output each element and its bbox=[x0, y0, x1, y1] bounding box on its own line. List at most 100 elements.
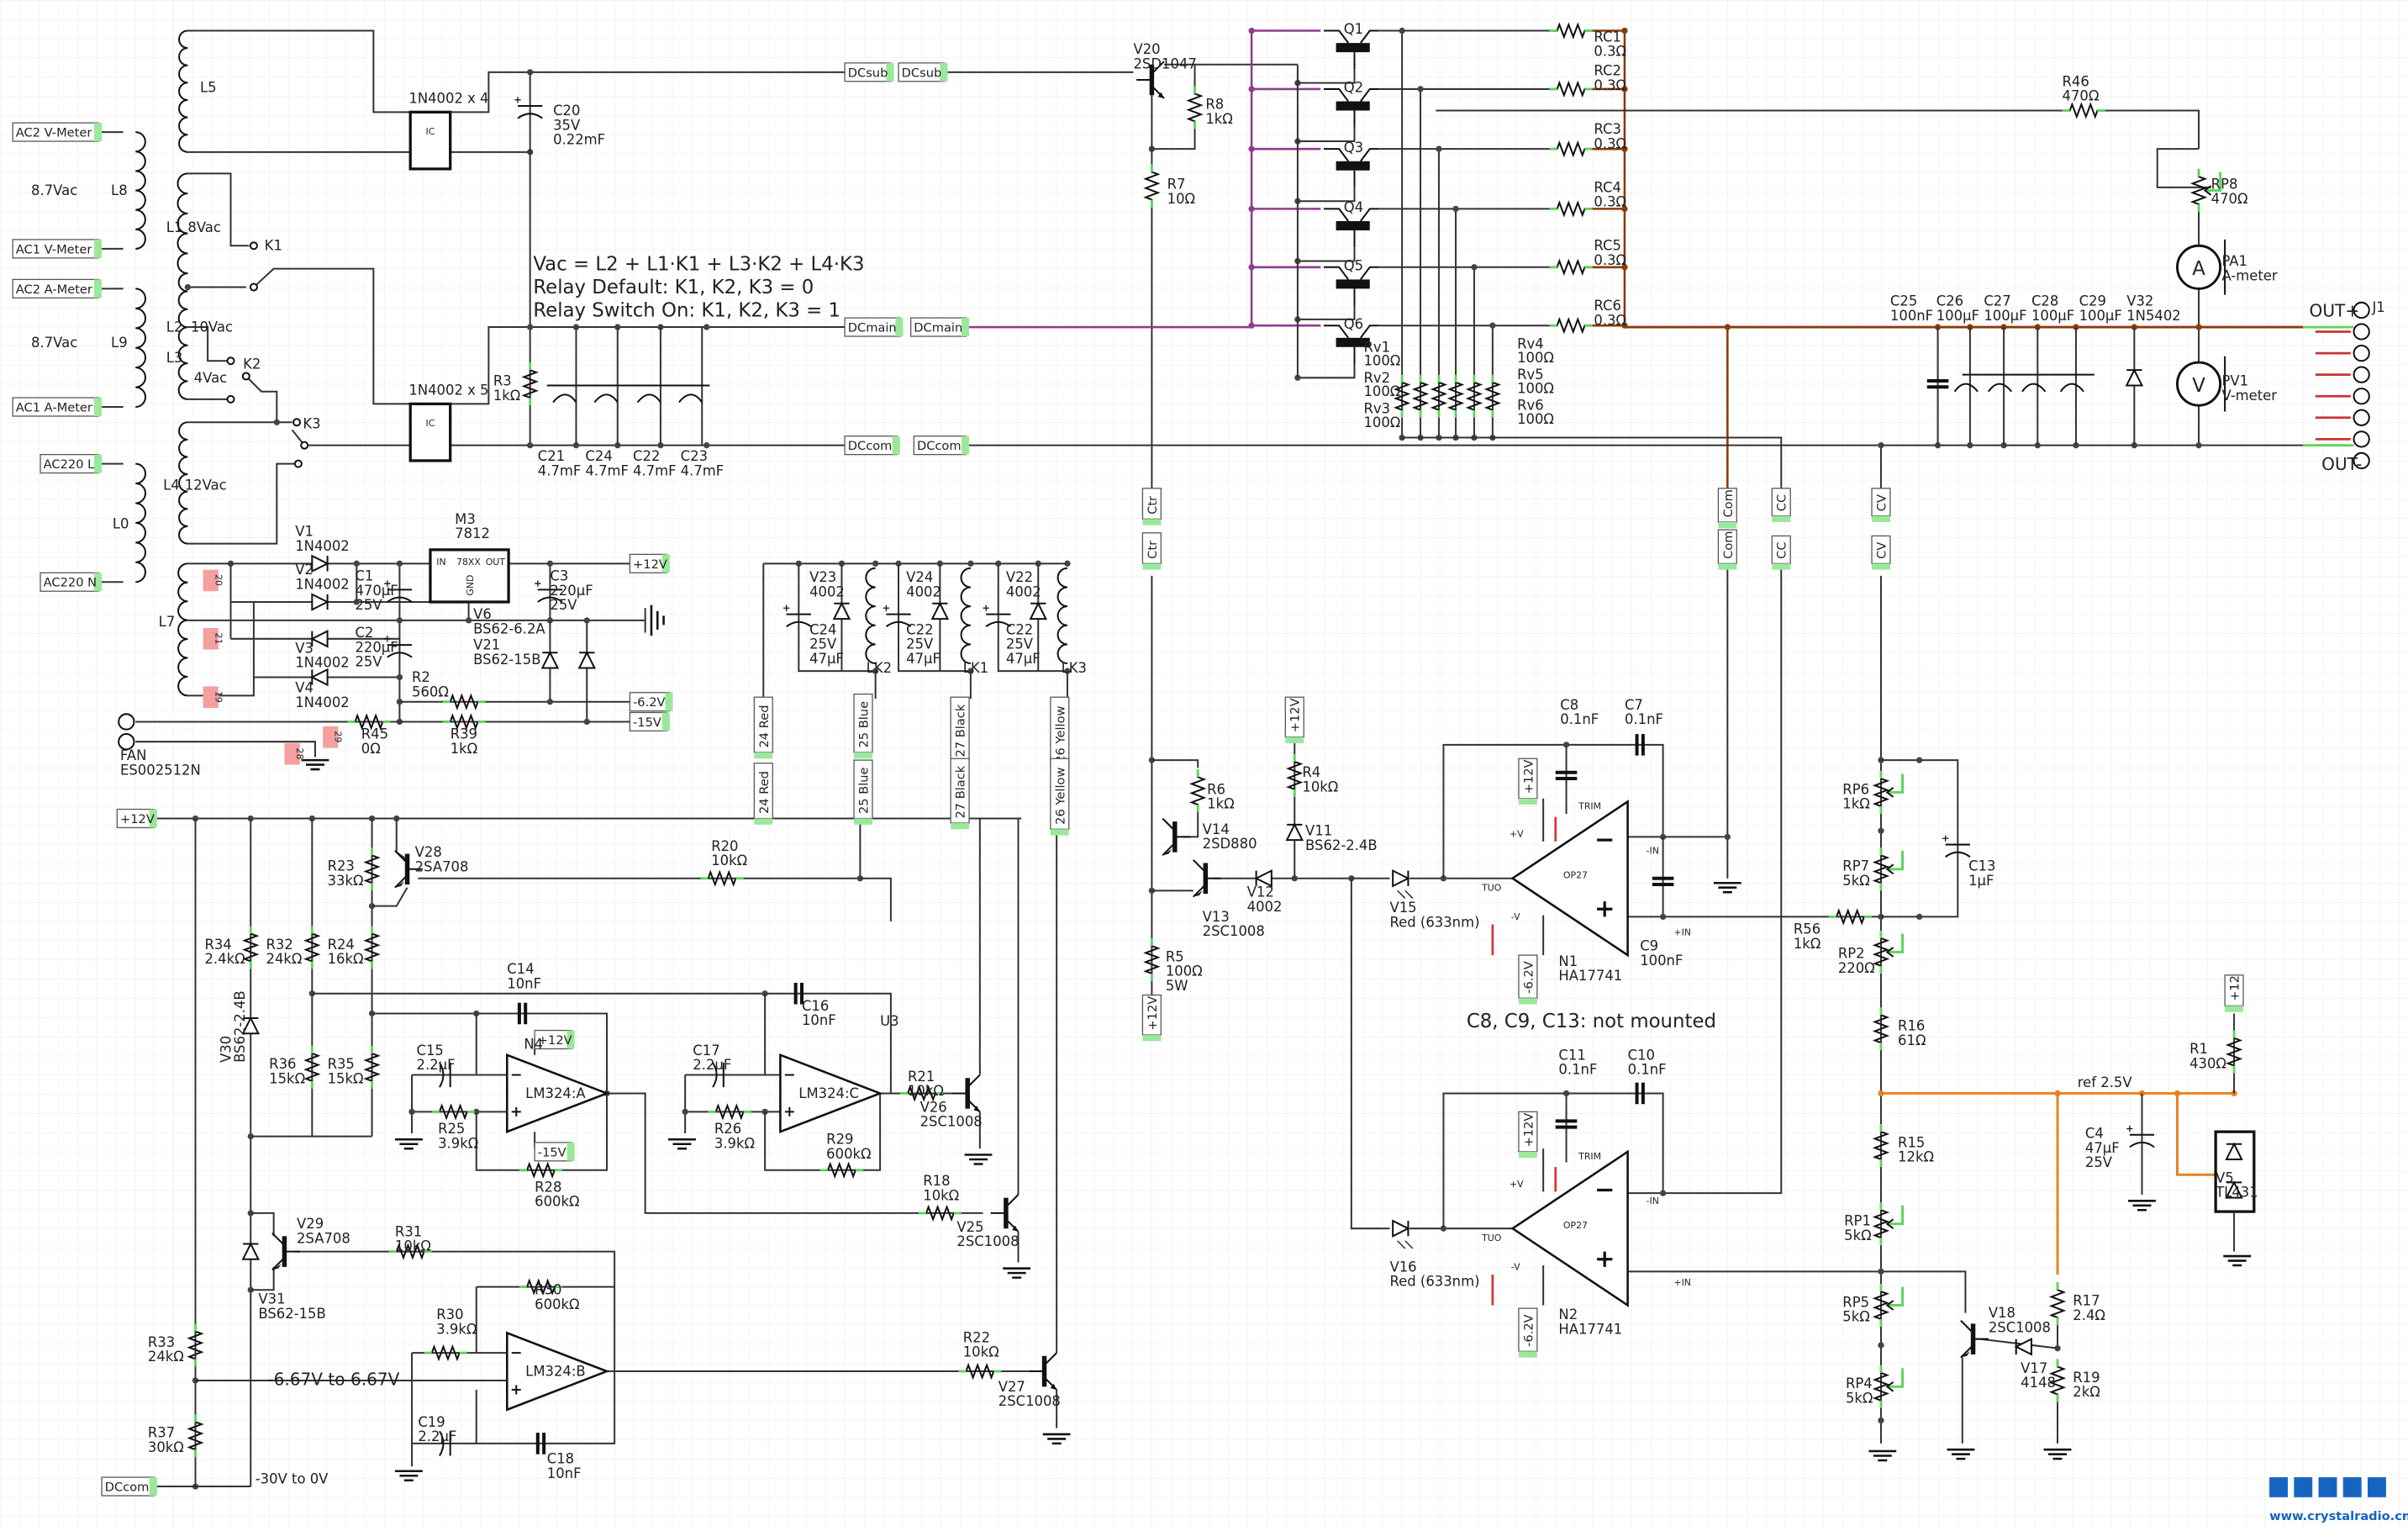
junction-dot bbox=[1248, 205, 1255, 213]
net-label-pin bbox=[1518, 1351, 1537, 1358]
junction-dot bbox=[2195, 324, 2202, 330]
c2-label: 25V bbox=[355, 654, 382, 670]
regulator-pin-in: IN bbox=[436, 557, 445, 568]
resistor-symbol bbox=[442, 693, 486, 710]
potentiometer-symbol bbox=[1872, 930, 1890, 974]
pin-marker bbox=[323, 726, 339, 748]
junction-dot bbox=[1562, 1090, 1570, 1097]
c10-label: C10 bbox=[1628, 1047, 1655, 1063]
lm324b-label: LM324:B bbox=[525, 1364, 585, 1380]
wiper-arrow-icon bbox=[1885, 1300, 1894, 1311]
net-label-cv: CV bbox=[1874, 494, 1889, 511]
net-label-pin bbox=[854, 752, 872, 759]
br1-label: 1N4002 x 4 bbox=[408, 90, 488, 106]
net-label-dcmain: DCmain bbox=[844, 317, 904, 337]
net-label-26-yellow: 26 Yellow bbox=[1053, 768, 1067, 825]
junction-dot bbox=[1915, 757, 1923, 763]
r8-label: 1kΩ bbox=[1205, 111, 1233, 127]
r8-label: R8 bbox=[1205, 97, 1224, 113]
diode-symbol bbox=[832, 601, 851, 620]
net-label-pin bbox=[665, 692, 673, 711]
junction-dot bbox=[967, 560, 974, 567]
led-v15 bbox=[1392, 868, 1410, 888]
r33-label: R33 bbox=[148, 1334, 175, 1350]
r25-label: 3.9kΩ bbox=[438, 1135, 478, 1151]
junction-dot bbox=[583, 617, 590, 624]
net-label-plus12v: +12V bbox=[120, 812, 155, 826]
lk2-label: LK2 bbox=[867, 660, 892, 676]
relay-contact bbox=[292, 418, 302, 427]
net-label-ctr: Ctr bbox=[1146, 496, 1160, 515]
diode-v17 bbox=[2014, 1338, 2032, 1356]
ref-voltage-label: ref 2.5V bbox=[2078, 1074, 2133, 1090]
r23-label: 33kΩ bbox=[328, 873, 364, 889]
diode-symbol bbox=[311, 554, 329, 573]
c14-label: C14 bbox=[507, 961, 534, 977]
resistor-symbol bbox=[1828, 908, 1873, 926]
emitter-arrow-icon bbox=[973, 1106, 980, 1112]
r16-label: R16 bbox=[1898, 1018, 1925, 1034]
meter-symbol bbox=[2176, 244, 2222, 290]
junction-dot bbox=[872, 560, 879, 567]
c27-label: 100µF bbox=[1984, 308, 2026, 324]
net-label-minus6v2: -6.2V bbox=[1521, 1314, 1536, 1347]
rv3-label: 100Ω bbox=[1363, 414, 1400, 430]
output-terminal bbox=[2353, 366, 2370, 383]
inductor-632 bbox=[960, 567, 971, 665]
net-label-plus12v: +12V bbox=[629, 553, 670, 573]
r23-label: R23 bbox=[328, 858, 355, 874]
logo-block bbox=[2342, 1477, 2362, 1497]
q6-label: Q6 bbox=[1344, 316, 1363, 332]
electrolytic-capacitor-symbol bbox=[439, 1430, 445, 1457]
c28-label: C28 bbox=[2031, 293, 2058, 309]
resistor-symbol bbox=[1872, 1007, 1890, 1051]
c24b-label: 25V bbox=[809, 636, 837, 652]
inductor-l7 bbox=[177, 562, 188, 697]
net-label-dcmain: DCmain bbox=[910, 317, 970, 337]
net-label-pin bbox=[951, 822, 970, 830]
resistor-symbol bbox=[1549, 200, 1593, 218]
junction-dot bbox=[1562, 742, 1570, 748]
br2-label: 1N4002 x 5 bbox=[408, 382, 488, 398]
r45-label: R45 bbox=[361, 726, 388, 742]
net-label-pin bbox=[1872, 563, 1890, 570]
r31-label: R31 bbox=[395, 1223, 422, 1239]
c21-label: C21 bbox=[538, 448, 565, 464]
lk3-label: LK3 bbox=[1062, 660, 1087, 676]
l3-voltage: 4Vac bbox=[194, 370, 228, 386]
c22b-label: 47µF bbox=[906, 651, 941, 667]
net-label-com: Com bbox=[1717, 488, 1737, 529]
rv3-label: Rv3 bbox=[1363, 400, 1390, 416]
zener-diode-symbol bbox=[241, 1016, 261, 1035]
resistor-symbol bbox=[1143, 937, 1161, 982]
r46-label: 470Ω bbox=[2063, 88, 2100, 104]
net-label-pin bbox=[754, 752, 773, 759]
r30a-label: 600kΩ bbox=[535, 1296, 579, 1312]
l2-voltage: 10Vac bbox=[191, 319, 233, 335]
power-transistor-symbol bbox=[1336, 279, 1370, 289]
net-label-24-red: 24 Red bbox=[753, 696, 773, 759]
resistor-symbol bbox=[303, 1045, 321, 1089]
inductor-l1 bbox=[177, 172, 188, 275]
m3-label: 7812 bbox=[455, 525, 490, 541]
ground-icon bbox=[1003, 1267, 1031, 1279]
plus-v-pin-label: +V bbox=[1510, 1179, 1524, 1190]
v24-label: V24 bbox=[906, 569, 933, 585]
c9-label: C9 bbox=[1640, 938, 1658, 954]
resistor-symbol bbox=[1549, 80, 1593, 98]
r34-label: 2.4kΩ bbox=[204, 951, 245, 967]
rv2-label: 100Ω bbox=[1363, 383, 1400, 399]
wire bbox=[187, 29, 411, 114]
net-label-pin bbox=[93, 454, 103, 473]
resistor-symbol bbox=[521, 362, 539, 406]
wire bbox=[187, 326, 231, 362]
net-label-dcmain: DCmain bbox=[848, 321, 897, 335]
l8-label: L8 bbox=[111, 182, 128, 198]
plus-sign-icon bbox=[514, 97, 521, 103]
net-label-plus12v: +12V bbox=[538, 1033, 572, 1048]
net-label-dccom: DCcom bbox=[917, 439, 962, 453]
junction-dot bbox=[1248, 27, 1255, 34]
junction-dot bbox=[1878, 827, 1884, 834]
relay-contact bbox=[226, 394, 235, 404]
rc1-label: RC1 bbox=[1594, 29, 1621, 45]
